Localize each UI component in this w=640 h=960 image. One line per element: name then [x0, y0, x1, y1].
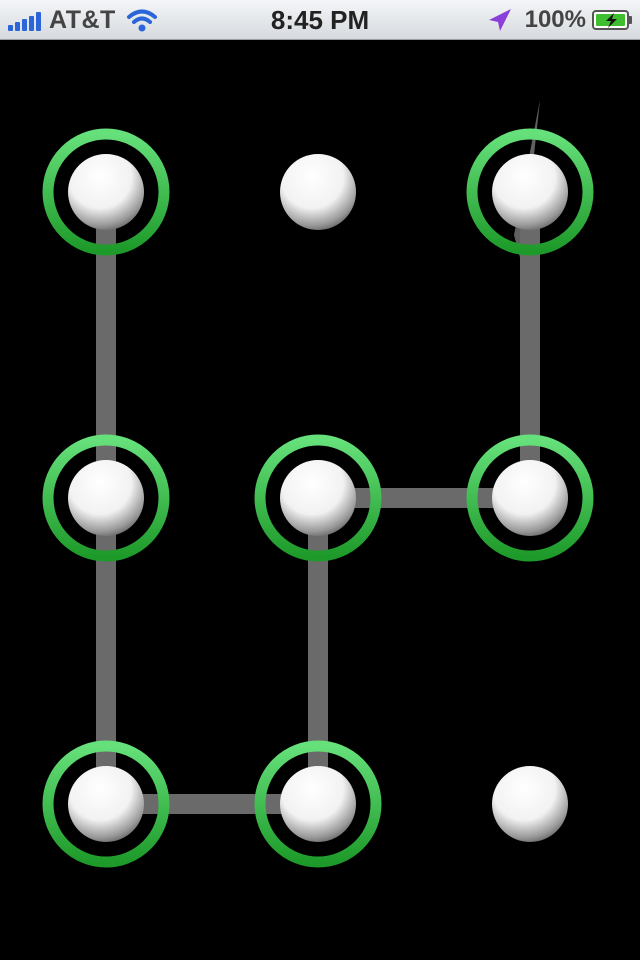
- pattern-dot-6[interactable]: [492, 460, 568, 536]
- selected-ring: [42, 434, 170, 562]
- selected-ring: [466, 434, 594, 562]
- pattern-lock[interactable]: [0, 40, 640, 960]
- status-time: 8:45 PM: [270, 4, 370, 35]
- wifi-icon: [126, 9, 157, 32]
- pattern-dot-5[interactable]: [280, 460, 356, 536]
- selected-ring: [42, 740, 170, 868]
- selected-ring: [42, 128, 170, 256]
- pattern-canvas[interactable]: [0, 40, 640, 960]
- pattern-dots: [68, 154, 568, 842]
- pattern-dot-7[interactable]: [68, 766, 144, 842]
- selected-ring: [254, 434, 382, 562]
- pattern-dot-8[interactable]: [280, 766, 356, 842]
- battery-percent: 100%: [524, 6, 586, 33]
- selected-ring: [466, 128, 594, 256]
- status-bar: AT&T 8:45 PM 100%: [0, 0, 640, 40]
- pattern-rings: [42, 128, 594, 868]
- selected-ring: [254, 740, 382, 868]
- pattern-dot-4[interactable]: [68, 460, 144, 536]
- location-arrow-icon: [488, 9, 511, 31]
- pattern-dot-3[interactable]: [492, 154, 568, 230]
- pattern-dot-9[interactable]: [492, 766, 568, 842]
- carrier-name: AT&T: [49, 5, 116, 34]
- signal-bars-icon: [8, 9, 41, 31]
- pattern-dot-2[interactable]: [280, 154, 356, 230]
- battery-charging-icon: [592, 10, 632, 30]
- pattern-dot-1[interactable]: [68, 154, 144, 230]
